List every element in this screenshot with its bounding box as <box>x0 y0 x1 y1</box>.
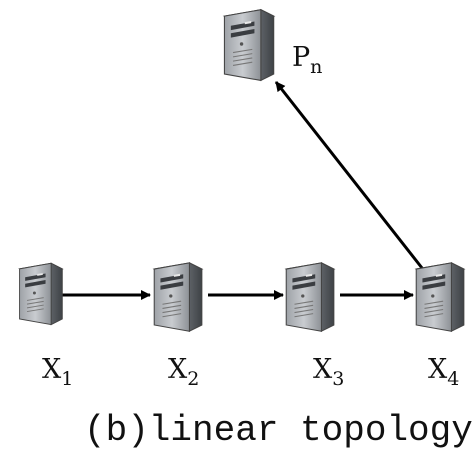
label-x2: X2 <box>168 354 199 390</box>
label-pn: Pn <box>292 42 322 78</box>
edge-x4-pn <box>274 81 424 269</box>
server-icon-x2 <box>153 262 203 332</box>
label-x3: X3 <box>313 354 344 390</box>
label-x1: X1 <box>42 354 73 390</box>
server-icon-x4 <box>415 262 465 332</box>
diagram-caption: (b)linear topology <box>84 410 473 451</box>
server-icon-x1 <box>19 262 63 326</box>
label-x4: X4 <box>428 354 459 390</box>
server-icon-x3 <box>285 262 335 332</box>
server-icon-pn <box>223 9 275 81</box>
